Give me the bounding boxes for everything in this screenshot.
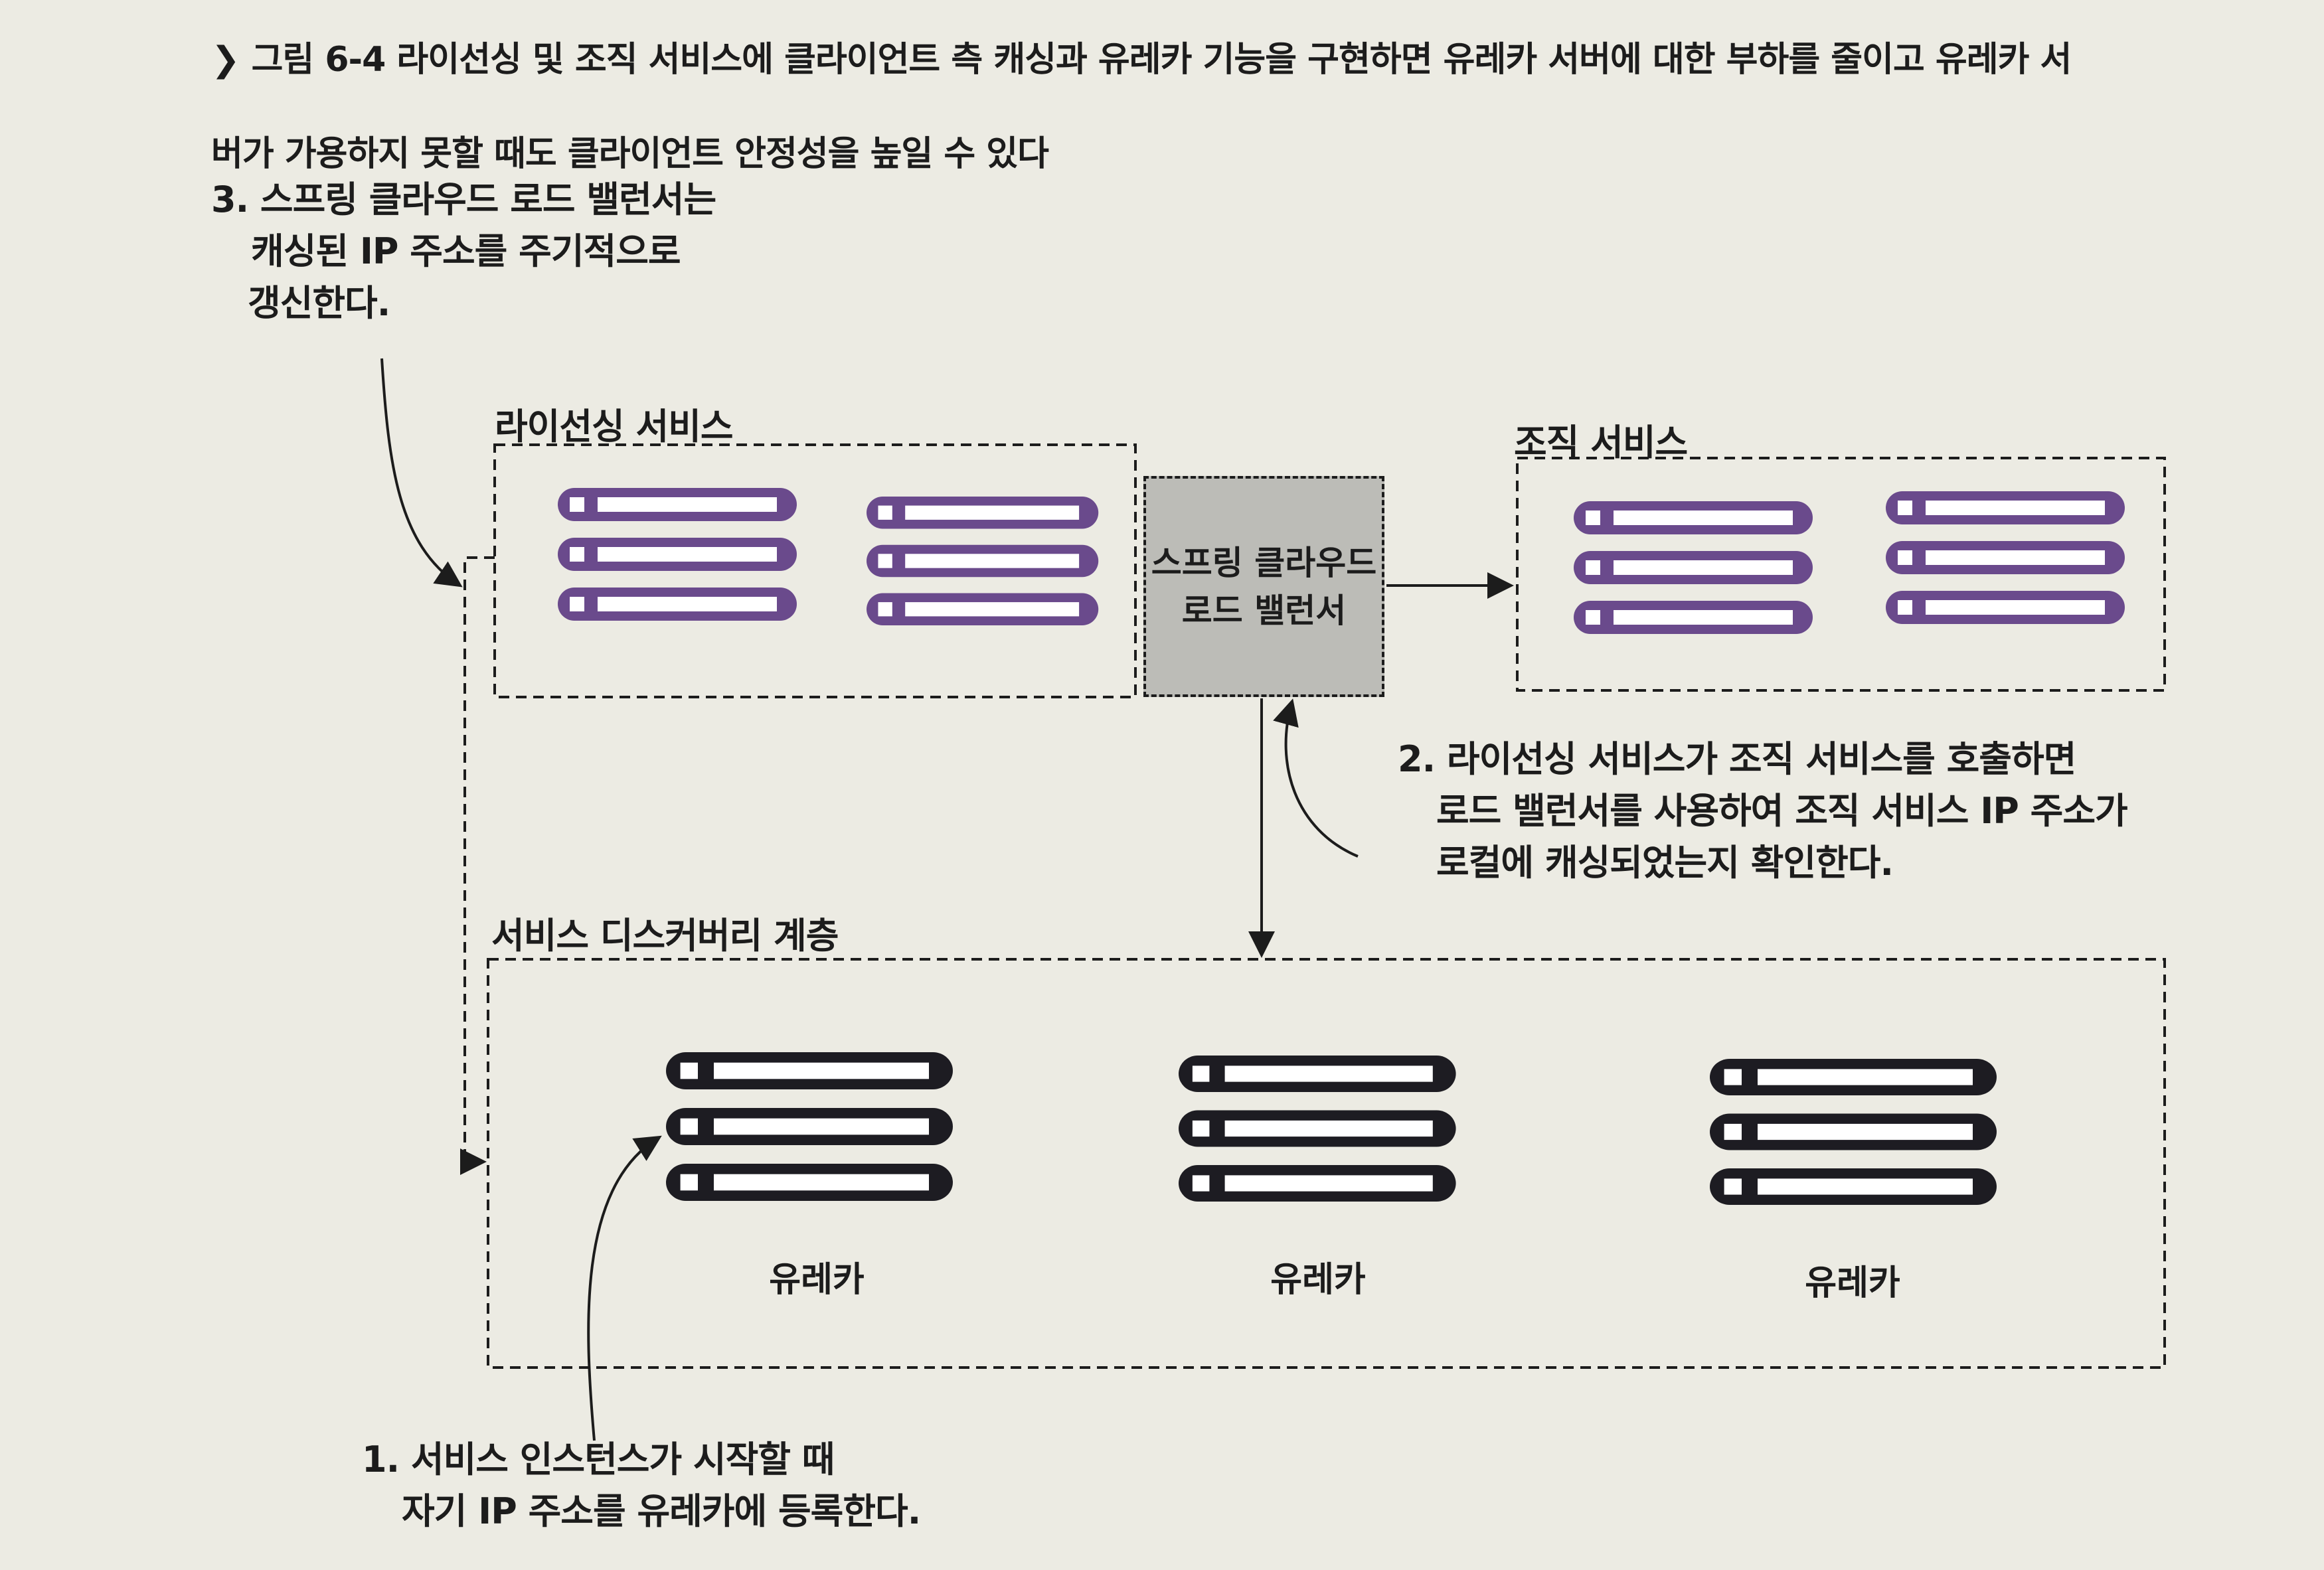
eureka-server-icon-3 (1710, 1059, 1997, 1205)
note-step-1: 1. 서비스 인스턴스가 시작할 때 자기 IP 주소를 유레카에 등록한다. (362, 1439, 921, 1532)
organization-server-icon-1 (1574, 501, 1813, 634)
organization-service-label: 조직 서비스 (1514, 422, 1688, 463)
eureka-label-3: 유레카 (1805, 1263, 1900, 1303)
eureka-label-2: 유레카 (1270, 1260, 1366, 1300)
licensing-server-icon-1 (558, 488, 797, 621)
note-step-2: 2. 라이선싱 서비스가 조직 서비스를 호출하면 로드 밸런서를 사용하여 조… (1398, 738, 2128, 884)
note-2-pointer-arrow (1273, 698, 1359, 858)
service-discovery-label: 서비스 디스커버리 계층 (491, 915, 839, 957)
licensing-discovery-connector (460, 556, 495, 1175)
licensing-service-box (493, 443, 1137, 698)
spring-cloud-load-balancer: 스프링 클라우드 로드 밸런서 (1143, 476, 1384, 697)
note-1-pointer-arrow (587, 1135, 662, 1441)
eureka-server-icon-1 (666, 1052, 953, 1201)
licensing-service-label: 라이선싱 서비스 (495, 406, 734, 447)
note-step-3: 3. 스프링 클라우드 로드 밸런서는 캐싱된 IP 주소를 주기적으로 갱신한… (211, 179, 716, 324)
eureka-label-1: 유레카 (769, 1260, 865, 1300)
organization-service-box (1516, 457, 2166, 692)
licensing-server-icon-2 (867, 497, 1099, 625)
eureka-server-icon-2 (1179, 1056, 1456, 1202)
caption-marker-icon: ❯ (211, 40, 240, 80)
note-3-pointer-arrow (380, 358, 463, 588)
figure-caption-line-1: ❯그림 6-4 라이선싱 및 조직 서비스에 클라이언트 측 캐싱과 유레카 기… (211, 40, 2072, 80)
service-discovery-box (487, 958, 2166, 1369)
organization-server-icon-2 (1886, 491, 2125, 624)
figure-caption-line-2: 버가 가용하지 못할 때도 클라이언트 안정성을 높일 수 있다 (211, 134, 1049, 174)
